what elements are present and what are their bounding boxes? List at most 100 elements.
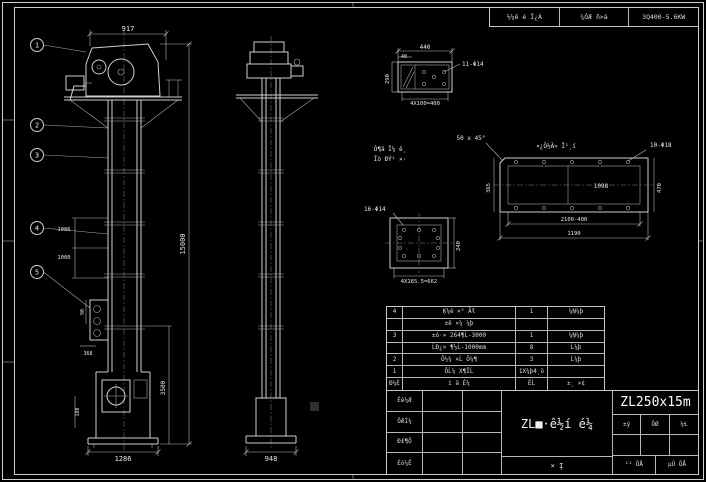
titleblock-mini-grid: ±ý ÖØ ¼Ƚ bbox=[613, 415, 698, 456]
titleblock-label: Éè¼Æ bbox=[387, 391, 423, 412]
parts-header-cell: ±¸ ×¢ bbox=[566, 380, 586, 388]
title-strip: ½¼ê é Ī¿À ¾ÓÆ ñ>ä 3Q400-5.6KW bbox=[489, 7, 699, 27]
mini-cell: ÖØ bbox=[641, 415, 670, 435]
parts-cell: 1 bbox=[516, 307, 548, 319]
dimension-label: Īò ÐÝ¹ ×· bbox=[374, 156, 407, 163]
dimension-label: 40 bbox=[401, 54, 407, 60]
parts-cell: Ĺ¼þ bbox=[548, 354, 604, 367]
parts-cell bbox=[548, 319, 604, 331]
dimension-label: 948 bbox=[265, 455, 278, 463]
parts-table: 4 Ķ¼è ×° Āł 1 ¼Ņ¼þ ±ê ×¼ ¼þ 3 ±ó·× 264¶Ĺ… bbox=[386, 306, 605, 391]
sheet-number: µÚ ÕÅ bbox=[667, 461, 687, 468]
parts-cell: 1X¼þ4¸ö bbox=[516, 366, 548, 379]
parts-cell: ±ê ×¼ ¼þ bbox=[403, 318, 516, 331]
parts-cell bbox=[387, 342, 403, 355]
parts-cell bbox=[548, 366, 604, 379]
parts-cell: ŌĹ¼ X¶ĪĹ bbox=[403, 366, 516, 379]
parts-cell: ¼Ņ¼þ bbox=[548, 307, 604, 319]
dimension-label: 470 bbox=[657, 183, 663, 193]
dimension-label: 50 x 45° bbox=[457, 135, 486, 142]
dimension-label: 1086 bbox=[57, 227, 70, 233]
titleblock-label: ÖÆÍ¼ bbox=[387, 411, 423, 433]
parts-cell: 3 bbox=[516, 354, 548, 367]
detail-flange bbox=[385, 213, 453, 273]
strip-cell-1: ½¼ê é Ī¿À bbox=[490, 8, 560, 26]
balloon-label-4: 4 bbox=[35, 225, 39, 233]
dimension-label: 368 bbox=[83, 351, 92, 357]
titleblock-center: ZL■·ê½í é¼ × Į bbox=[502, 391, 613, 474]
parts-header-cell: Đ¼È bbox=[387, 378, 403, 390]
parts-cell: ĹĐ¿× ¶½Ĺ-1000mm bbox=[403, 342, 516, 355]
mini-cell bbox=[641, 435, 670, 455]
dimension-label: 4X100=400 bbox=[410, 101, 440, 107]
titleblock-bottom-note: × Į bbox=[550, 461, 564, 470]
dimension-label: 1190 bbox=[567, 231, 580, 237]
parts-cell: 2 bbox=[387, 354, 403, 367]
parts-cell: Ĺ¼þ bbox=[548, 343, 604, 355]
dimension-label: 90 bbox=[80, 309, 86, 315]
parts-cell: 1 bbox=[387, 366, 403, 379]
titleblock-field bbox=[423, 432, 463, 454]
side-view-elevator bbox=[236, 36, 319, 450]
sheet-total: ¹² ÕÅ bbox=[613, 456, 656, 474]
dimension-label: 240 bbox=[456, 241, 462, 251]
mini-cell: ±ý bbox=[613, 415, 642, 435]
dimension-label: 4X165.5=662 bbox=[401, 279, 437, 285]
parts-header-cell: í ä É¼ bbox=[403, 378, 516, 390]
strip-cell-power-spec: 3Q400-5.6KW bbox=[642, 12, 686, 21]
titleblock-label: Éó¼Ë bbox=[387, 453, 423, 474]
dimension-label: Ó¶ä Ī¼ ê¸ bbox=[374, 146, 407, 153]
dimension-label: 3500 bbox=[160, 380, 167, 395]
balloon-label-2: 2 bbox=[35, 122, 39, 130]
dimension-label: 2100-400 bbox=[561, 217, 588, 223]
titleblock-field bbox=[463, 412, 501, 433]
front-view-elevator bbox=[64, 30, 182, 450]
dimension-label: ¤¿Ō½Â» Ī¹¸í bbox=[536, 143, 576, 150]
item-balloons bbox=[30, 38, 109, 309]
dimension-label: 1286 bbox=[115, 455, 132, 463]
mini-cell: ¼Ƚ bbox=[669, 415, 698, 435]
titleblock-field bbox=[463, 433, 501, 454]
detail-channel bbox=[397, 61, 453, 93]
dimension-label: 1000 bbox=[57, 255, 70, 261]
parts-header-cell: ÊĹ bbox=[516, 378, 548, 390]
balloon-label-1: 1 bbox=[35, 42, 39, 50]
title-block: Éè¼Æ ÖÆÍ¼ Đ£¶Ô Éó¼Ë ZL■·ê½í é¼ × Į ZL250… bbox=[386, 390, 699, 475]
dimension-label: 11-Φ14 bbox=[462, 61, 484, 68]
titleblock-field bbox=[463, 391, 501, 412]
parts-cell: ¼Ņ¼þ bbox=[548, 331, 604, 343]
balloon-label-3: 3 bbox=[35, 152, 39, 160]
detail-plate bbox=[494, 157, 654, 213]
strip-cell-2: ¾ÓÆ ñ>ä bbox=[560, 8, 630, 26]
drawing-title: ZL■·ê½í é¼ bbox=[502, 391, 612, 457]
dimension-label: 290 bbox=[385, 74, 391, 84]
dimension-label: 10-Φ18 bbox=[650, 142, 672, 149]
parts-cell bbox=[387, 318, 403, 331]
titleblock-field bbox=[423, 391, 463, 412]
model-number: ZL250x15m bbox=[613, 391, 698, 415]
titleblock-field bbox=[463, 453, 501, 474]
titleblock-field bbox=[423, 453, 463, 474]
dimension-label: 180 bbox=[75, 407, 81, 416]
parts-cell: 4 bbox=[387, 307, 403, 319]
parts-cell: 1 bbox=[516, 330, 548, 343]
dimension-label: 365 bbox=[486, 183, 492, 193]
parts-cell: 8 bbox=[516, 342, 548, 355]
mini-cell bbox=[670, 435, 698, 455]
section-mark bbox=[310, 402, 319, 411]
dimension-label: 15000 bbox=[179, 233, 187, 254]
titleblock-label: Đ£¶Ô bbox=[387, 432, 423, 454]
titleblock-signature-grid: Éè¼Æ ÖÆÍ¼ Đ£¶Ô Éó¼Ë bbox=[387, 391, 502, 474]
balloon-label-5: 5 bbox=[35, 269, 39, 277]
mini-cell bbox=[613, 435, 642, 455]
titleblock-field bbox=[423, 411, 463, 433]
dimension-label: 1098 bbox=[594, 183, 609, 190]
parts-cell: Ķ¼è ×° Āł bbox=[403, 307, 516, 319]
titleblock-right: ZL250x15m ±ý ÖØ ¼Ƚ ¹² ÕÅ µÚ ÕÅ bbox=[613, 391, 698, 474]
dimension-label: 917 bbox=[122, 25, 135, 33]
parts-cell: ±ó·× 264¶Ĺ-3000 bbox=[403, 330, 516, 343]
parts-cell: Ō½¼ ×Ĺ Ō¼¶ bbox=[403, 354, 516, 367]
